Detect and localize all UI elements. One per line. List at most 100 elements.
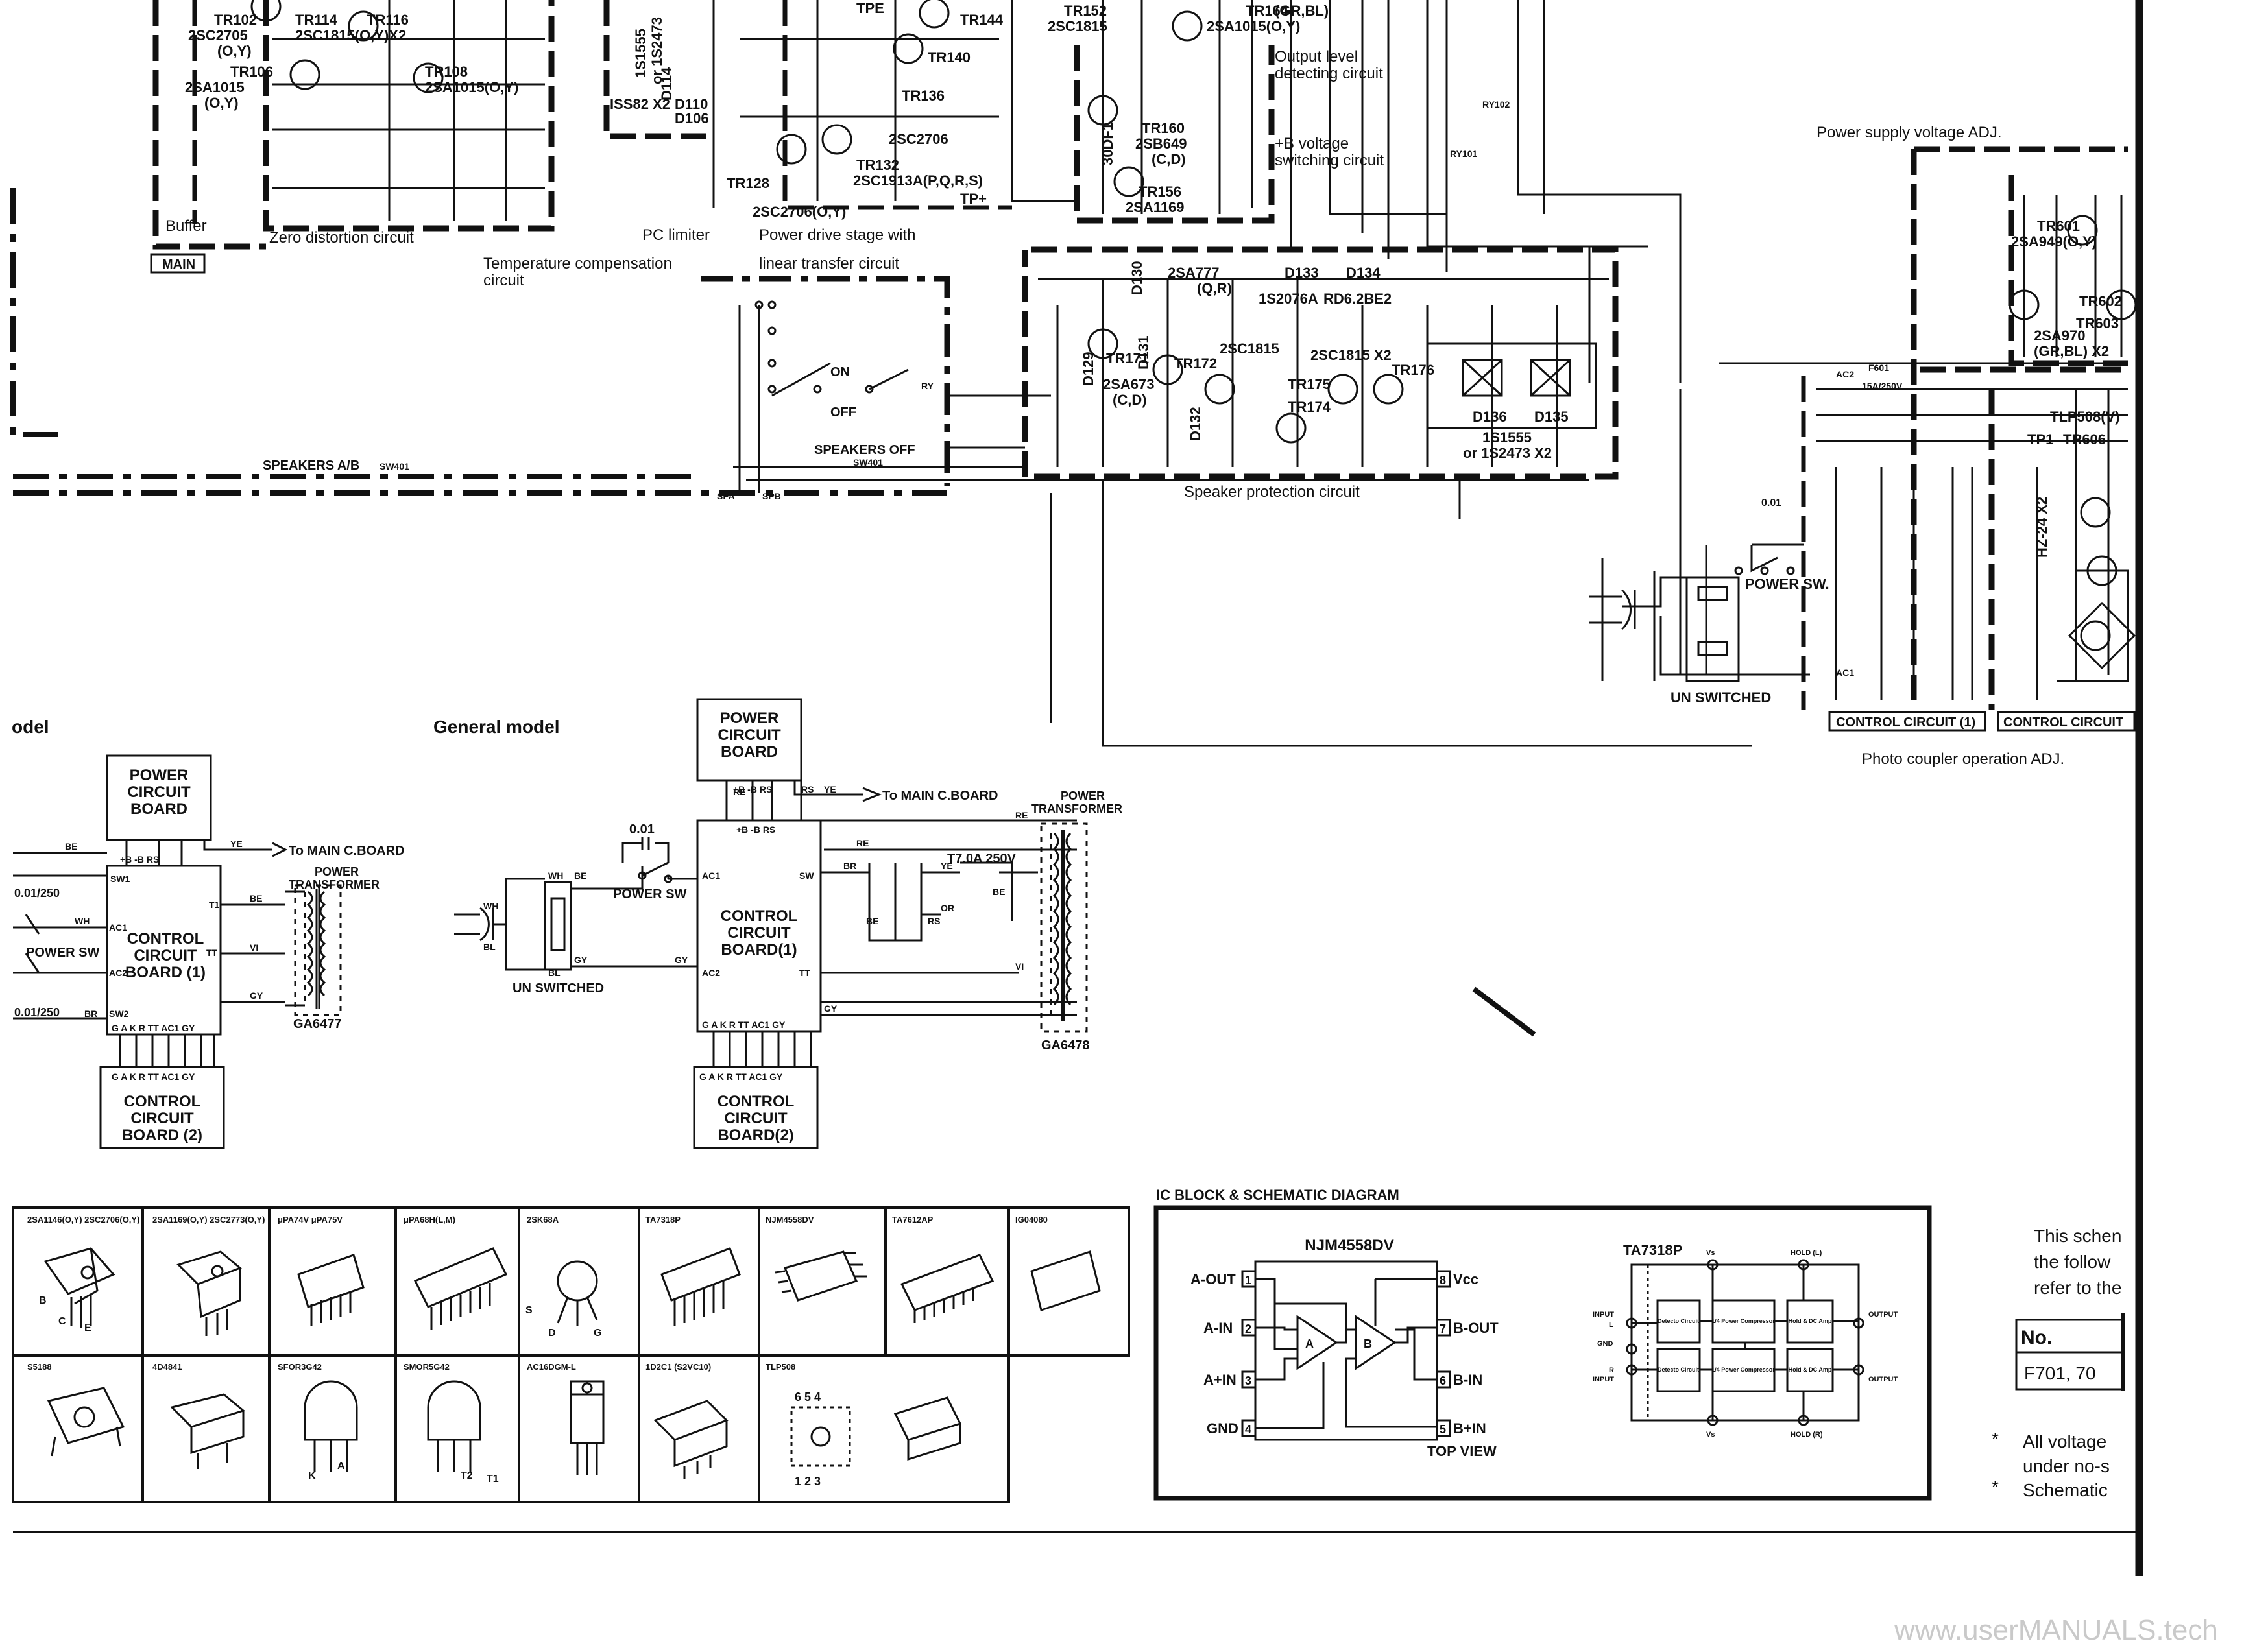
notes-section: This schen the follow refer to the No. F… xyxy=(1992,1226,2125,1500)
njm-pin-l1-num: 1 xyxy=(1245,1274,1251,1287)
label-tr114-116-type: 2SC1815(O,Y)X2 xyxy=(295,27,406,43)
label-output-level: Output level xyxy=(1275,48,1358,66)
label-temp-comp-2: circuit xyxy=(483,272,524,289)
general-un-switched: UN SWITCHED xyxy=(513,981,604,996)
comp-pin-g: G xyxy=(594,1328,601,1339)
label-tr603: TR603 xyxy=(2076,315,2119,331)
comp-r1-c8: TA7612AP xyxy=(892,1215,934,1224)
label-tlp508: TLP508(V) xyxy=(2050,409,2120,425)
comp-r2-c7: TLP508 xyxy=(766,1362,795,1372)
wiring-left-heading: odel xyxy=(12,717,49,737)
njm-pin-l4-num: 4 xyxy=(1245,1423,1251,1436)
njm-pin-l2-num: 2 xyxy=(1245,1322,1251,1335)
label-temp-comp: Temperature compensation xyxy=(483,255,672,272)
opamp-a-label: A xyxy=(1305,1337,1314,1350)
label-ry101: RY101 xyxy=(1450,149,1478,159)
speakers-switch-outline xyxy=(701,276,950,486)
ta-block-t2: 1/4 Power Compressor xyxy=(1711,1318,1775,1324)
general-wire-wh-2: WH xyxy=(483,901,498,911)
general-wire-wh: WH xyxy=(548,870,563,881)
left-power-board-l2: CIRCUIT xyxy=(127,783,191,801)
njm-pin-r4-num: 5 xyxy=(1440,1423,1446,1436)
general-control1-l1: CONTROL xyxy=(721,907,798,925)
label-tr160-type: 2SB649 xyxy=(1135,136,1187,152)
comp-pin-a: A xyxy=(337,1461,345,1472)
general-wire-rs-2: RS xyxy=(801,784,814,794)
general-pins-top-2: +B -B RS xyxy=(736,824,775,835)
general-pin-ac1: AC1 xyxy=(702,870,720,881)
label-tr606: TR606 xyxy=(2063,431,2106,448)
general-wire-re-3: RE xyxy=(1015,810,1028,820)
njm-pin-l3-num: 3 xyxy=(1245,1374,1251,1387)
label-tr108-type: 2SA1015(O,Y) xyxy=(425,79,518,95)
njm-pin-r2-num: 7 xyxy=(1440,1322,1446,1335)
general-control2-l3: BOARD(2) xyxy=(718,1127,793,1144)
label-tr164-type: 2SA1015(O,Y) xyxy=(1207,18,1300,34)
comp-pin-b: B xyxy=(39,1295,47,1306)
notes-table-header: No. xyxy=(2021,1327,2052,1348)
left-pins-bottom: G A K R TT AC1 GY xyxy=(112,1023,195,1033)
general-control1-l2: CIRCUIT xyxy=(727,924,791,942)
njm-pin-r1: Vcc xyxy=(1453,1271,1478,1287)
general-power-board xyxy=(696,698,802,782)
comp-r2-c5: AC16DGM-L xyxy=(527,1362,576,1372)
label-tr173: 2SC1815 xyxy=(1220,340,1279,357)
label-ry: RY xyxy=(921,381,934,391)
label-spa: SPA xyxy=(717,491,735,501)
opamp-a xyxy=(1296,1315,1338,1370)
left-power-sw: POWER SW xyxy=(26,946,99,960)
label-d134: D134 xyxy=(1346,265,1381,281)
label-tr128: TR128 xyxy=(727,175,769,191)
left-pin-ac2: AC2 xyxy=(109,968,127,978)
label-output-level-2: detecting circuit xyxy=(1275,65,1383,82)
ta-input-r: INPUT xyxy=(1593,1376,1614,1383)
label-d106: D106 xyxy=(675,110,709,126)
ic-block-section: IC BLOCK & SCHEMATIC DIAGRAM NJM4558DV A… xyxy=(1153,1187,1932,1501)
left-wire-vi: VI xyxy=(250,942,258,953)
left-control2-l2: CIRCUIT xyxy=(130,1110,194,1127)
label-power-drive: Power drive stage with xyxy=(759,226,915,244)
label-tr176-type: 2SC1815 X2 xyxy=(1310,347,1392,363)
label-f601-rating: 15A/250V xyxy=(1862,381,1903,391)
njm-title: NJM4558DV xyxy=(1305,1237,1393,1254)
left-pins-bottom-2: G A K R TT AC1 GY xyxy=(112,1071,195,1082)
comp-pin-t2: T2 xyxy=(461,1470,473,1481)
general-power-board-l2: CIRCUIT xyxy=(718,726,781,744)
label-tr160-grade: (C,D) xyxy=(1152,151,1186,167)
comp-pin-e: E xyxy=(84,1322,91,1333)
njm-pin-l3: A+IN xyxy=(1203,1372,1237,1388)
comp-r1-c2: 2SA1169(O,Y) 2SC2773(O,Y) xyxy=(152,1215,265,1224)
label-spb: SPB xyxy=(762,491,781,501)
left-pin-sw2: SW2 xyxy=(109,1009,129,1019)
left-wire-be: BE xyxy=(65,841,77,852)
comp-r1-c5: 2SK68A xyxy=(527,1215,559,1224)
general-wire-rs: RS xyxy=(928,916,940,926)
b-switch-block-outline xyxy=(1074,45,1275,224)
notes-bullet1a: All voltage xyxy=(2023,1431,2106,1451)
left-cap1: 0.01/250 xyxy=(14,887,60,900)
label-tr132: TR132 xyxy=(856,157,899,173)
ta-vs-bot: Vs xyxy=(1706,1431,1715,1439)
njm-pin-l1: A-OUT xyxy=(1190,1271,1236,1287)
label-speakers-ab: SPEAKERS A/B xyxy=(263,459,359,473)
label-sa777: 2SA777 xyxy=(1168,265,1220,281)
general-pin-ac2: AC2 xyxy=(702,968,720,978)
label-s2076a: 1S2076A xyxy=(1259,291,1318,307)
njm-pin-r3: B-IN xyxy=(1453,1372,1482,1388)
main-amplifier-section xyxy=(10,0,2137,747)
general-wire-re-2: RE xyxy=(856,838,869,848)
label-tr-2sc2706: 2SC2706 xyxy=(889,131,948,147)
njm-pin-l4: GND xyxy=(1207,1420,1238,1437)
ta-output-r: OUTPUT xyxy=(1868,1376,1898,1383)
general-wire-gy-2: GY xyxy=(675,955,688,965)
general-unswitched-socket xyxy=(544,881,572,971)
left-transformer-l2: TRANSFORMER xyxy=(289,878,380,891)
njm-pin-r3-num: 6 xyxy=(1440,1374,1446,1387)
ta-hold-l: HOLD (L) xyxy=(1791,1249,1822,1257)
left-pin-ac1: AC1 xyxy=(109,922,127,933)
general-wire-gy: GY xyxy=(574,955,588,965)
left-control-board-2 xyxy=(99,1066,225,1149)
right-margin xyxy=(2141,0,2268,1645)
